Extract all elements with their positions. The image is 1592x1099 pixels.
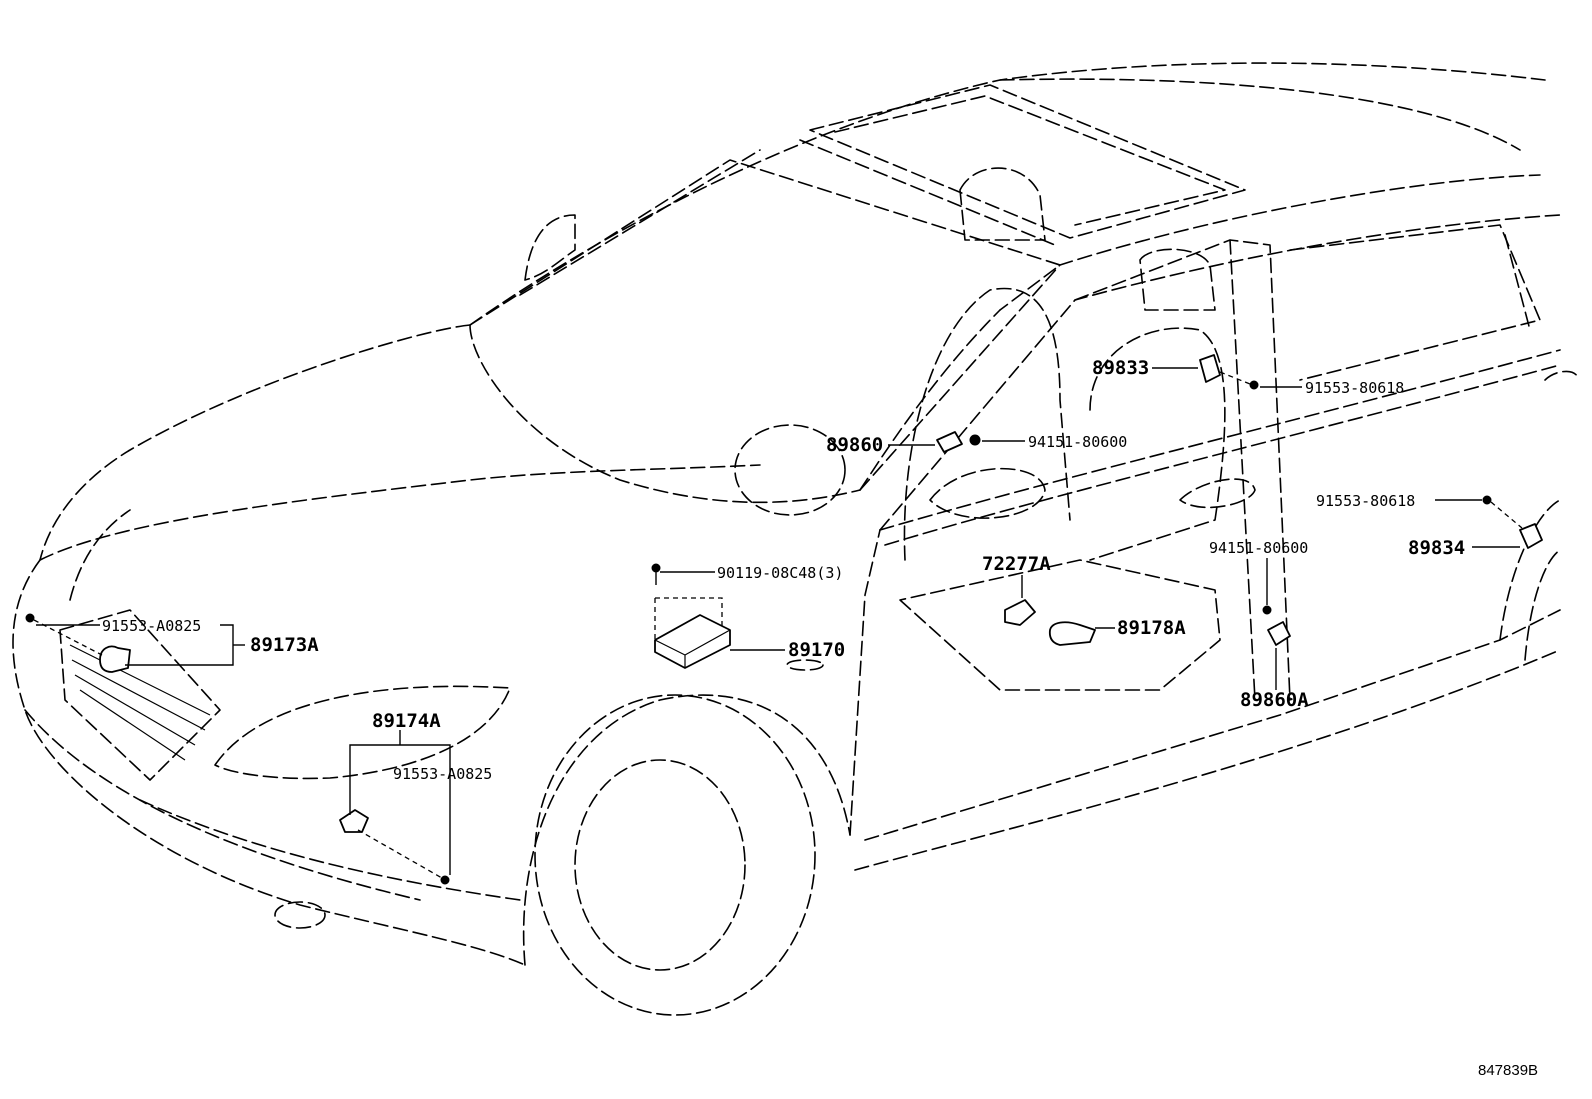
label-94151-80600-upper: 94151-80600 [1028, 433, 1127, 451]
sensor-89834 [1519, 523, 1543, 549]
bolt-91553-A0825-side [440, 875, 450, 885]
sensor-89860 [936, 431, 963, 453]
label-89834: 89834 [1408, 537, 1465, 559]
label-89860: 89860 [826, 434, 883, 456]
sensor-89860A [1267, 621, 1291, 646]
label-91553-80618-upper: 91553-80618 [1305, 379, 1404, 397]
leader-lines [36, 367, 1520, 875]
parts [25, 354, 1543, 885]
front-sensor-89173A [99, 645, 131, 673]
label-91553-A0825-front: 91553-A0825 [102, 617, 201, 635]
sensor-89178A [1048, 621, 1096, 646]
bolt-91553-80618-upper [1249, 380, 1259, 390]
bolt-91553-A0825-front [25, 613, 35, 623]
label-89860A: 89860A [1240, 689, 1309, 711]
bracket-72277A [1004, 599, 1036, 626]
label-72277A: 72277A [982, 553, 1051, 575]
side-sensor-89174A [339, 809, 369, 833]
label-91553-A0825-side: 91553-A0825 [393, 765, 492, 783]
label-91553-80618-rear: 91553-80618 [1316, 492, 1415, 510]
label-94151-80600-lower: 94151-80600 [1209, 539, 1308, 557]
label-89178A: 89178A [1117, 617, 1186, 639]
label-89174A: 89174A [372, 710, 441, 732]
part-labels: 91553-A0825 89173A 89174A 91553-A0825 90… [102, 357, 1465, 783]
diagram-reference-code: 847839B [1478, 1062, 1538, 1079]
label-90119-08C48: 90119-08C48(3) [717, 564, 843, 582]
sensor-89833 [1199, 354, 1221, 383]
label-89173A: 89173A [250, 634, 319, 656]
nut-94151-80600-upper [969, 434, 981, 446]
airbag-ecu-89170 [654, 614, 731, 669]
bolt-91553-80618-rear [1482, 495, 1492, 505]
label-89833: 89833 [1092, 357, 1149, 379]
car-body-outline [12, 62, 1579, 1016]
nut-94151-80600-lower [1262, 605, 1272, 615]
bolt-90119-08C48 [651, 563, 661, 573]
label-89170: 89170 [788, 639, 845, 661]
